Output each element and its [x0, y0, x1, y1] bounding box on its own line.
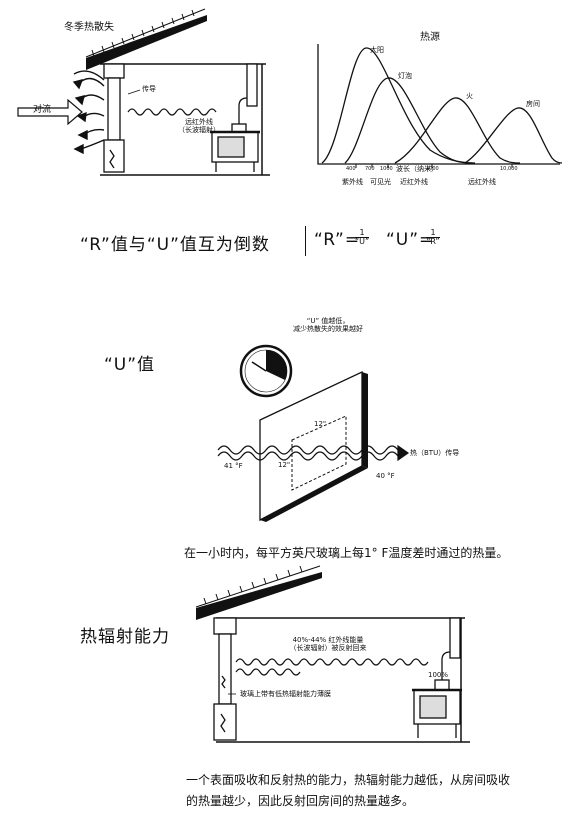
emissivity-body-line1: 一个表面吸收和反射热的能力，热辐射能力越低，从房间吸收 [186, 773, 511, 787]
wood-stove-icon [210, 63, 260, 172]
temp-left: 41 °F [224, 462, 243, 470]
window-frame-2 [213, 617, 237, 741]
u-value-heading: “U”值 [104, 355, 156, 375]
figure-title: 冬季热散失 [64, 22, 114, 33]
far-ir-label-line2: （长波辐射） [178, 126, 220, 135]
convection-label: 对流 [33, 105, 52, 115]
heat-flow-arrow [217, 444, 410, 462]
curve-label-fire: 火 [466, 92, 473, 100]
convection-arrows [72, 70, 105, 155]
ru-divider [305, 226, 306, 256]
curve-label-room: 房间 [526, 100, 540, 108]
ru-heading: “R”值与“U”值互为倒数 [80, 235, 270, 255]
u-value-note: “U” 值越低， 减少热散失的效果越好 [268, 317, 388, 333]
u-value-definition: 在一小时内，每平方英尺玻璃上每1° F温度差时通过的热量。 [184, 546, 509, 560]
r-fraction: 1 “U” [355, 229, 369, 246]
reflected-ir-line1: 40%-44% 红外线能量 [292, 636, 364, 644]
tick-1000: 1000 [380, 166, 393, 172]
wood-stove-icon-2 [412, 617, 462, 738]
tick-700: 700 [365, 166, 375, 172]
band-far-ir: 远红外线 [468, 178, 496, 186]
window-frame [103, 63, 125, 173]
bulb-curve [344, 77, 473, 164]
u-value-note-line2: 减少热散失的效果越好 [293, 325, 363, 334]
wavelength-label: 波长（纳米） [396, 165, 438, 173]
band-near-ir: 近红外线 [400, 178, 428, 186]
band-uv: 紫外线 [342, 178, 363, 186]
dimension-left: 12" [278, 461, 291, 469]
u-fraction: 1 “R” [426, 229, 440, 246]
roof [85, 8, 207, 70]
band-visible: 可见光 [370, 178, 391, 186]
percent-label: 100% [428, 671, 449, 679]
far-ir-wave [127, 108, 217, 116]
glass-pane [259, 370, 368, 522]
conduction-pointer [127, 89, 141, 95]
heat-source-title: 热源 [420, 32, 440, 43]
u-fraction-denominator: “R” [426, 237, 440, 246]
r-fraction-denominator: “U” [355, 237, 370, 246]
sun-curve [321, 47, 476, 164]
tick-10000: 10,000 [500, 166, 518, 172]
spectrum-axes [317, 44, 560, 165]
tick-3000: 3000 [426, 166, 439, 172]
far-ir-label: 远红外线 （长波辐射） [164, 118, 234, 134]
temp-right: 40 °F [376, 472, 395, 480]
u-value-note-line1: “U” 值越低， [306, 317, 350, 325]
reflected-ir-wave-2 [235, 668, 301, 676]
r-equals-label: “R”= [314, 230, 361, 250]
r-fraction-numerator: 1 [359, 228, 365, 237]
clock-icon [239, 344, 293, 398]
conduction-label: 传导 [142, 85, 156, 93]
u-equals-label: “U”= [386, 230, 435, 250]
convection-arrow [17, 98, 83, 126]
roof-2 [195, 565, 322, 620]
emissivity-body: 一个表面吸收和反射热的能力，热辐射能力越低，从房间吸收 的热量越少，因此反射回房… [186, 770, 510, 812]
u-fraction-numerator: 1 [430, 228, 436, 237]
reflected-ir-label: 40%-44% 红外线能量 （长波辐射）被反射回来 [268, 636, 388, 652]
curve-label-bulb: 灯泡 [398, 72, 412, 80]
far-ir-label-line1: 远红外线 [185, 118, 213, 126]
heat-flow-label: 热（BTU）传导 [410, 449, 460, 457]
room-curve [464, 107, 563, 164]
tick-400: 400 [346, 166, 356, 172]
film-label: 玻璃上带有低热辐射能力薄膜 [240, 690, 331, 698]
reflected-ir-wave [235, 658, 429, 666]
fire-curve [394, 97, 521, 164]
curve-label-sun: 太阳 [370, 46, 384, 54]
dimension-top: 12" [314, 420, 327, 428]
emissivity-heading: 热辐射能力 [80, 627, 170, 647]
emissivity-body-line2: 的热量越少，因此反射回房间的热量越多。 [186, 794, 415, 808]
reflected-ir-line2: （长波辐射）被反射回来 [289, 644, 367, 653]
